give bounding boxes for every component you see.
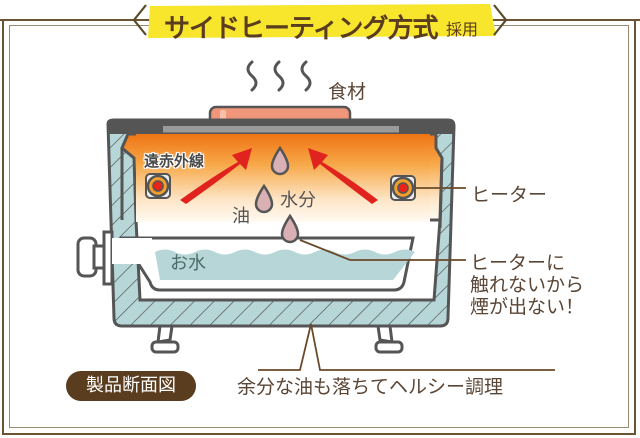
section-badge: 製品断面図 [66, 371, 196, 401]
label-moisture: 水分 [280, 190, 316, 211]
label-food: 食材 [328, 81, 367, 103]
water-pan [119, 236, 415, 292]
note-line-1: ヒーターに [470, 252, 566, 274]
handle-knob [76, 230, 152, 286]
label-oil: 油 [232, 206, 250, 227]
label-no-smoke-note: ヒーターに 触れないから 煙が出ない！ [470, 252, 584, 318]
leader-lines [258, 187, 555, 371]
droplet-icon [254, 145, 300, 244]
left-heater-icon [145, 173, 171, 199]
title-banner-text: サイドヒーティング方式 採用 [128, 4, 512, 44]
title-main: サイドヒーティング方式 [164, 14, 438, 44]
steam-icon [246, 60, 312, 92]
label-water-pan: お水 [170, 253, 206, 274]
label-far-infrared: 遠赤外線 [144, 152, 205, 170]
right-heater-icon [390, 175, 416, 201]
infrared-arrow-icon [180, 148, 378, 204]
bottom-caption: 余分な油も落ちてヘルシー調理 [237, 376, 504, 398]
title-banner [0, 4, 640, 38]
title-suffix: 採用 [446, 20, 479, 39]
legs [150, 324, 404, 354]
note-line-3: 煙が出ない！ [470, 296, 585, 318]
note-line-2: 触れないから [470, 274, 585, 296]
label-heater: ヒーター [471, 184, 548, 206]
